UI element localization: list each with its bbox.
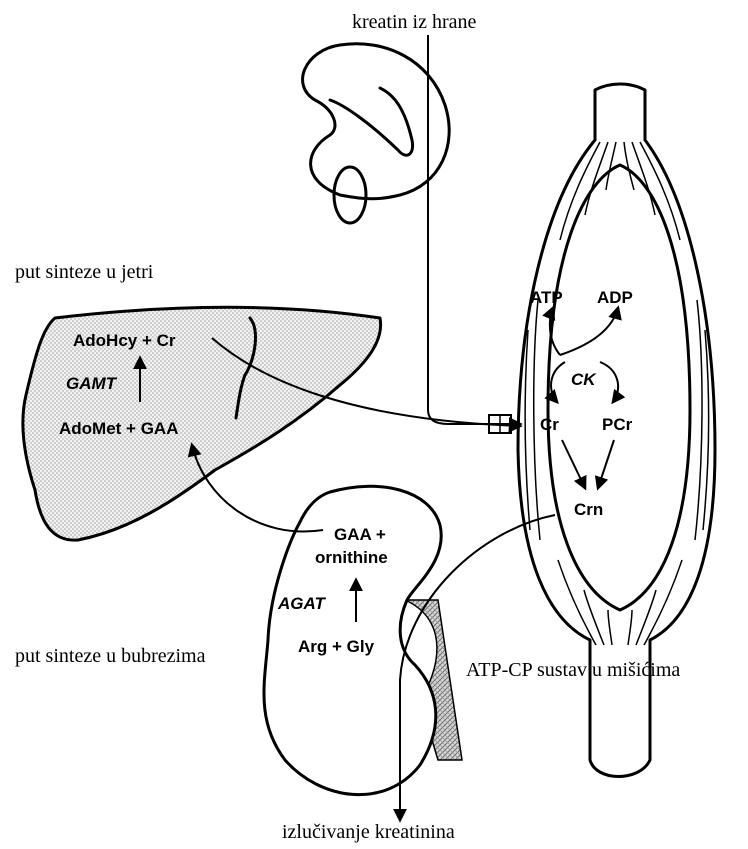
atp-label: ATP: [530, 288, 563, 307]
agat-enzyme-label: AGAT: [277, 594, 327, 613]
kidney-product-line2: ornithine: [315, 548, 388, 567]
excretion-caption: izlučivanje kreatinina: [282, 821, 455, 843]
ck-enzyme-label: CK: [571, 370, 597, 389]
dietary-creatine-caption: kreatin iz hrane: [352, 11, 476, 33]
gamt-enzyme-label: GAMT: [66, 374, 118, 393]
kidney-substrate-label: Arg + Gly: [298, 637, 375, 656]
liver-substrate-label: AdoMet + GAA: [59, 419, 178, 438]
phosphocreatine-label: PCr: [602, 415, 633, 434]
muscle-system-caption: ATP-CP sustav u mišićima: [466, 659, 680, 681]
creatine-label: Cr: [540, 415, 559, 434]
adp-label: ADP: [597, 288, 633, 307]
liver-product-label: AdoHcy + Cr: [73, 331, 176, 350]
liver-pathway-caption: put sinteze u jetri: [15, 261, 154, 283]
kidney-product-line1: GAA +: [334, 525, 386, 544]
kidney-pathway-caption: put sinteze u bubrezima: [15, 645, 206, 667]
creatinine-label: Crn: [574, 500, 603, 519]
